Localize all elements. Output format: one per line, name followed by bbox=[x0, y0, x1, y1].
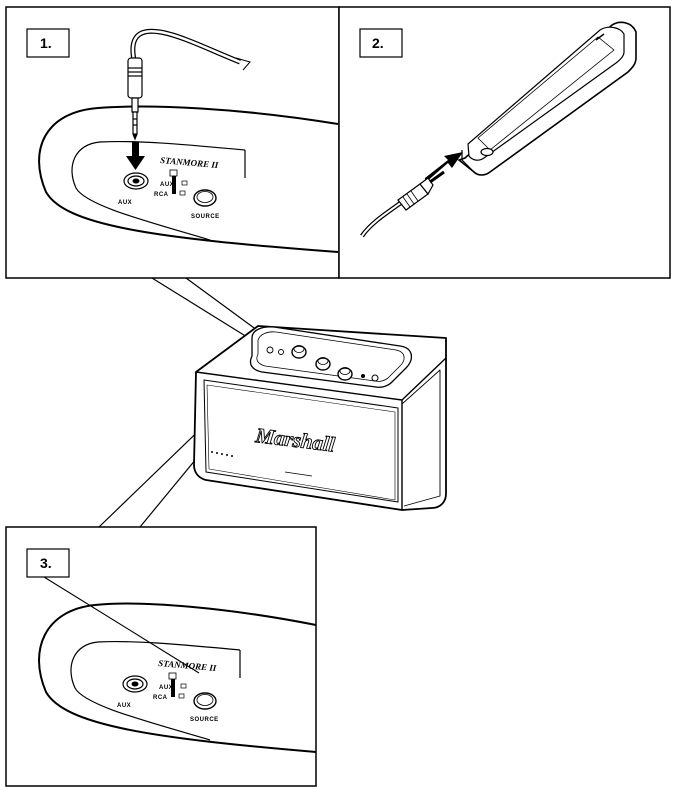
input-rca-label-1: RCA bbox=[154, 192, 169, 198]
input-aux-label-1: AUX bbox=[160, 182, 174, 188]
volume-knob-icon bbox=[291, 345, 307, 359]
aux-led-icon bbox=[181, 180, 188, 186]
step-1-label-box bbox=[26, 28, 70, 58]
step-3-label: 3. bbox=[40, 555, 52, 571]
source-button-3 bbox=[193, 692, 217, 710]
step-2-label: 2. bbox=[372, 35, 384, 51]
source-button-1 bbox=[193, 189, 217, 207]
source-button-icon-small bbox=[278, 349, 284, 355]
aux-cable-2 bbox=[360, 170, 445, 238]
aux-plug-icon bbox=[127, 57, 143, 141]
step-1-label: 1. bbox=[40, 35, 52, 51]
treble-knob-icon bbox=[337, 367, 353, 381]
speaker-illustration: Marshall bbox=[98, 277, 447, 528]
aux-jack-icon bbox=[123, 172, 149, 190]
input-selector-1 bbox=[169, 169, 188, 196]
bass-knob-icon bbox=[315, 357, 331, 371]
aux-cable-1 bbox=[130, 28, 251, 71]
input-rca-label-3: RCA bbox=[153, 695, 168, 701]
step-3-label-box bbox=[26, 548, 70, 578]
source-button-label-3: SOURCE bbox=[190, 717, 219, 723]
panel-step-2: 2. bbox=[338, 6, 671, 279]
input-aux-label-3: AUX bbox=[159, 685, 173, 691]
callout-line-3 bbox=[43, 576, 200, 674]
power-switch-icon bbox=[371, 374, 379, 382]
aux-jack-icon-small bbox=[266, 346, 274, 354]
aux-jack-label-1: AUX bbox=[118, 200, 132, 206]
speaker-top-closeup-3 bbox=[38, 602, 317, 753]
aux-jack-icon-3 bbox=[122, 675, 148, 693]
rca-led-icon bbox=[179, 190, 186, 196]
panel-step-3: 3. AUX AUX RCA SOURCE STANMORE II bbox=[5, 526, 317, 787]
home-button-icon bbox=[480, 147, 494, 157]
panel-step-1: 1. bbox=[5, 6, 340, 279]
aux-led-icon-3 bbox=[180, 683, 187, 689]
serial-plate bbox=[284, 471, 313, 477]
grille-detail bbox=[211, 451, 233, 457]
insert-arrow-icon bbox=[126, 142, 145, 170]
aux-jack-label-3: AUX bbox=[117, 703, 131, 709]
speaker-top-closeup-1 bbox=[38, 105, 339, 253]
smartphone-icon bbox=[457, 21, 637, 176]
source-button-label-1: SOURCE bbox=[191, 214, 220, 220]
led-indicator-icon bbox=[361, 374, 365, 378]
rca-led-icon-3 bbox=[178, 693, 185, 699]
input-selector-3 bbox=[168, 672, 187, 699]
step-2-label-box bbox=[359, 28, 403, 58]
insert-arrow-icon-2 bbox=[425, 152, 463, 183]
